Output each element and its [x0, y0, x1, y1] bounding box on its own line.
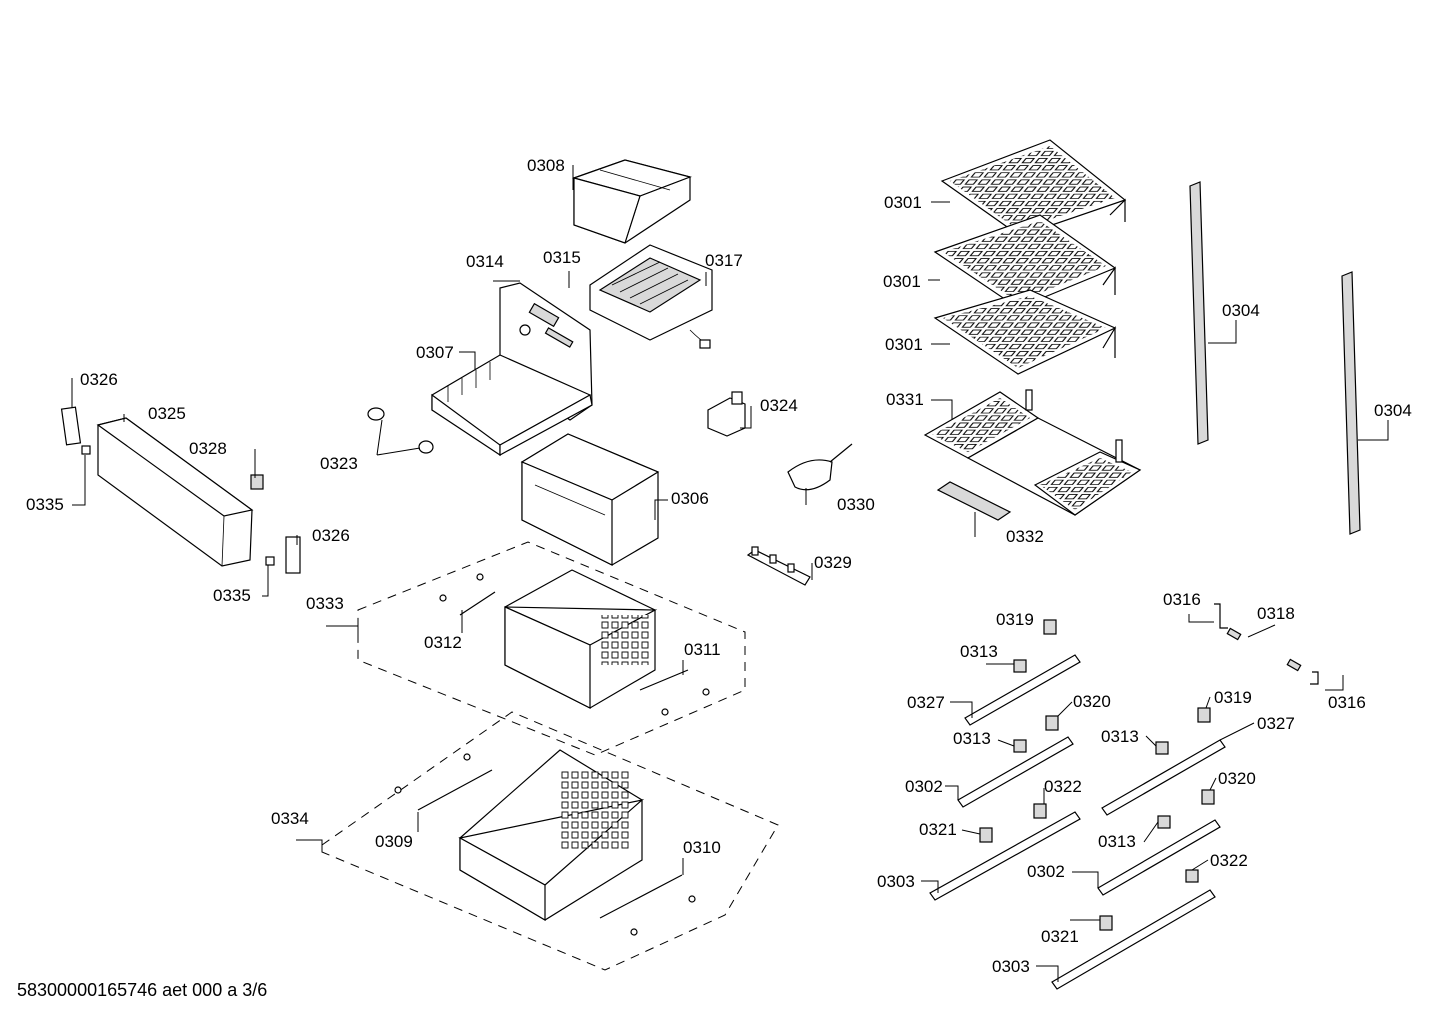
label-0302-right: 0302 — [1027, 862, 1065, 881]
label-0326-top: 0326 — [80, 370, 118, 389]
part-0335-caps — [81, 445, 275, 566]
part-0307-0314-ice-frame — [431, 282, 593, 457]
part-0317-ice-maker — [589, 244, 713, 349]
part-0304-rail-right — [1341, 271, 1361, 535]
label-0322-left: 0322 — [1044, 777, 1082, 796]
label-0303-left: 0303 — [877, 872, 915, 891]
label-0304-left: 0304 — [1222, 301, 1260, 320]
label-0330: 0330 — [837, 495, 875, 514]
label-0320-right: 0320 — [1218, 769, 1256, 788]
label-0314: 0314 — [466, 252, 504, 271]
label-0311: 0311 — [684, 640, 721, 659]
label-0319-right: 0319 — [1214, 688, 1252, 707]
label-0309: 0309 — [375, 832, 413, 851]
label-0335-right: 0335 — [213, 586, 251, 605]
label-0317: 0317 — [705, 251, 743, 270]
label-0319-left: 0319 — [996, 610, 1034, 629]
label-0316-bottom: 0316 — [1328, 693, 1366, 712]
part-0328-clip — [250, 474, 264, 490]
label-0318: 0318 — [1257, 604, 1295, 623]
label-0307: 0307 — [416, 343, 454, 362]
part-0301-shelf-3 — [933, 289, 1117, 375]
label-0313-a: 0313 — [960, 642, 998, 661]
label-0301-bottom: 0301 — [885, 335, 923, 354]
label-0301-top: 0301 — [884, 193, 922, 212]
leader-lines — [71, 165, 1389, 982]
label-0327-right: 0327 — [1257, 714, 1295, 733]
label-0327-left: 0327 — [907, 693, 945, 712]
label-0332: 0332 — [1006, 527, 1044, 546]
label-0334: 0334 — [271, 809, 309, 828]
label-0321-left: 0321 — [919, 820, 957, 839]
label-0323: 0323 — [320, 454, 358, 473]
part-0304-rail-left — [1189, 181, 1209, 445]
label-0316-top: 0316 — [1163, 590, 1201, 609]
label-0322-right: 0322 — [1210, 851, 1248, 870]
label-0313-c: 0313 — [1101, 727, 1139, 746]
label-0321-right: 0321 — [1041, 927, 1079, 946]
label-0326-bottom: 0326 — [312, 526, 350, 545]
label-0308: 0308 — [527, 156, 565, 175]
part-0326-hinges — [60, 406, 301, 574]
part-0324-block — [707, 391, 746, 437]
part-labels: 0308 0314 0315 0317 0307 0326 0325 0328 … — [26, 156, 1412, 976]
part-telescopic-slides — [929, 654, 1226, 990]
document-code: 58300000165746 aet 000 a 3/6 — [17, 980, 268, 1000]
label-0320-left: 0320 — [1073, 692, 1111, 711]
part-slide-clips — [979, 619, 1215, 931]
label-0313-d: 0313 — [1098, 832, 1136, 851]
part-0308-ice-box — [571, 159, 692, 244]
part-0301-shelf-2 — [933, 214, 1117, 309]
part-0325-panel — [96, 417, 254, 567]
label-0331: 0331 — [886, 390, 924, 409]
part-0301-shelf-1 — [940, 139, 1127, 237]
part-0329-bracket — [746, 546, 811, 586]
label-0303-right: 0303 — [992, 957, 1030, 976]
label-0333: 0333 — [306, 594, 344, 613]
label-0335-left: 0335 — [26, 495, 64, 514]
label-0324: 0324 — [760, 396, 798, 415]
part-0323-feet — [367, 407, 434, 454]
label-0315: 0315 — [543, 248, 581, 267]
part-0332-strip — [936, 481, 1012, 521]
label-0325: 0325 — [148, 404, 186, 423]
part-0334-drawer-assembly — [321, 711, 779, 971]
label-0301-middle: 0301 — [883, 272, 921, 291]
label-0310: 0310 — [683, 838, 721, 857]
label-0328: 0328 — [189, 439, 227, 458]
part-0331-split-shelf — [923, 389, 1142, 516]
label-0304-right: 0304 — [1374, 401, 1412, 420]
part-0333-drawer-assembly — [357, 541, 746, 756]
part-0306-ice-bin — [520, 433, 660, 566]
label-0329: 0329 — [814, 553, 852, 572]
label-0306: 0306 — [671, 489, 709, 508]
label-0313-b: 0313 — [953, 729, 991, 748]
label-0312: 0312 — [424, 633, 462, 652]
label-0302-left: 0302 — [905, 777, 943, 796]
part-0330-scoop — [787, 443, 853, 491]
part-0316-0318-brackets — [1214, 603, 1319, 685]
